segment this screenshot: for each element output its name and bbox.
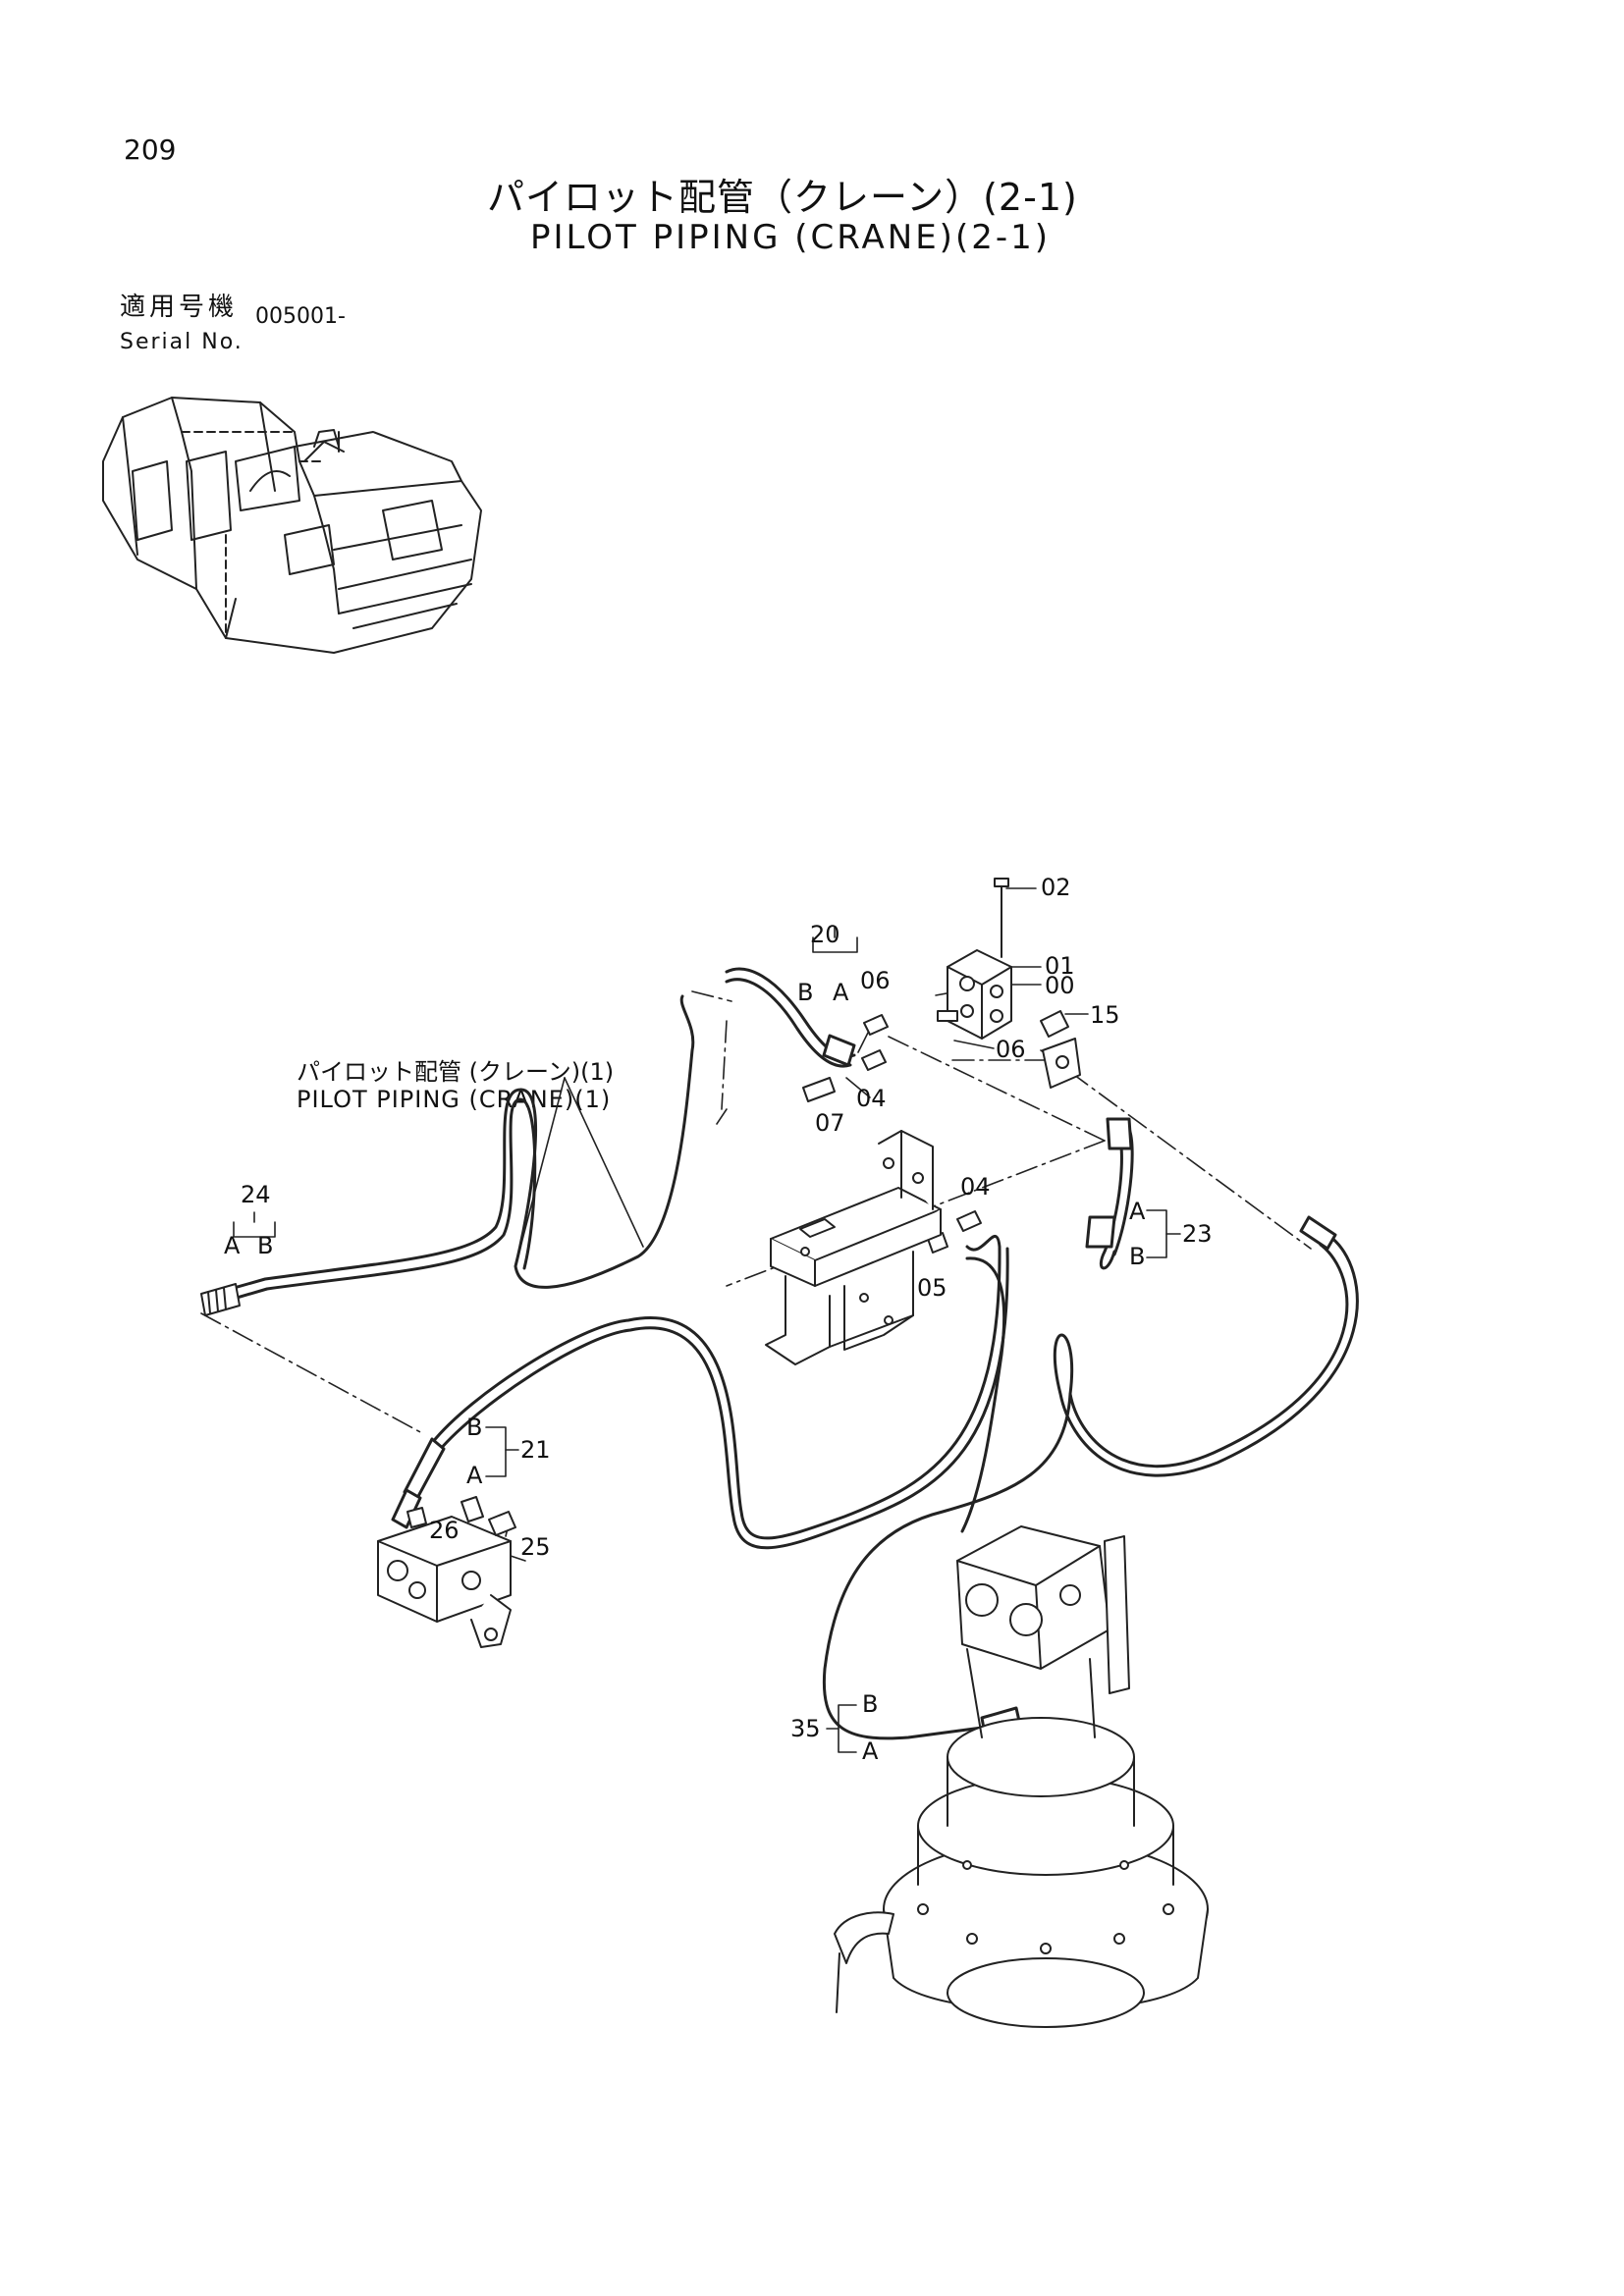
callout-21-a: A [466, 1462, 483, 1489]
hose-24 [206, 996, 693, 1306]
callout-04-upper: 04 [856, 1085, 887, 1112]
callout-25: 25 [520, 1533, 551, 1561]
serial-number-value: 005001- [255, 304, 346, 329]
callout-24-b: B [257, 1232, 274, 1259]
serial-label-english: Serial No. [120, 330, 244, 354]
excavator-overview-illustration [103, 398, 481, 653]
callout-06-upper: 06 [860, 967, 891, 994]
callout-02: 02 [1041, 874, 1071, 901]
callout-06-lower: 06 [996, 1036, 1026, 1063]
callout-35: 35 [790, 1715, 821, 1742]
callout-24-a: A [224, 1232, 241, 1259]
hose-21 [393, 1236, 1007, 1547]
hose-bracket [962, 1258, 1004, 1531]
callout-00: 00 [1045, 972, 1075, 999]
callout-21: 21 [520, 1436, 551, 1464]
callout-24: 24 [241, 1181, 271, 1208]
callout-01: 01 [1045, 952, 1075, 980]
fittings [803, 1011, 1080, 1253]
callout-15: 15 [1090, 1001, 1120, 1029]
callout-23-a: A [1129, 1198, 1146, 1225]
callout-21-b: B [466, 1414, 483, 1441]
swing-motor [835, 1526, 1208, 2027]
serial-label-japanese: 適用号機 [120, 293, 239, 322]
page-title-japanese: パイロット配管（クレーン）(2-1) [487, 176, 1078, 219]
callout-35-b: B [862, 1690, 879, 1718]
hose-20 [727, 969, 854, 1066]
callout-20-a: A [833, 979, 849, 1006]
callout-07: 07 [815, 1109, 845, 1137]
callout-05: 05 [917, 1274, 947, 1302]
callout-04-lower: 04 [960, 1173, 991, 1201]
hose-23 [1087, 1119, 1132, 1268]
hose-24-fitting [201, 1284, 240, 1315]
mounting-bracket [766, 1131, 941, 1364]
callout-23: 23 [1182, 1220, 1213, 1248]
reference-note-english: PILOT PIPING (CRANE)(1) [297, 1086, 612, 1113]
page-number: 209 [124, 133, 177, 166]
callout-23-b: B [1129, 1243, 1146, 1270]
reference-note-japanese: パイロット配管 (クレーン)(1) [297, 1058, 615, 1086]
pilot-valve-block [938, 879, 1011, 1039]
callout-20-b: B [797, 979, 814, 1006]
callout-20: 20 [810, 921, 840, 948]
control-valve [378, 1497, 515, 1647]
callout-26: 26 [429, 1517, 460, 1544]
page-title-english: PILOT PIPING (CRANE)(2-1) [530, 218, 1051, 257]
callout-35-a: A [862, 1737, 879, 1765]
